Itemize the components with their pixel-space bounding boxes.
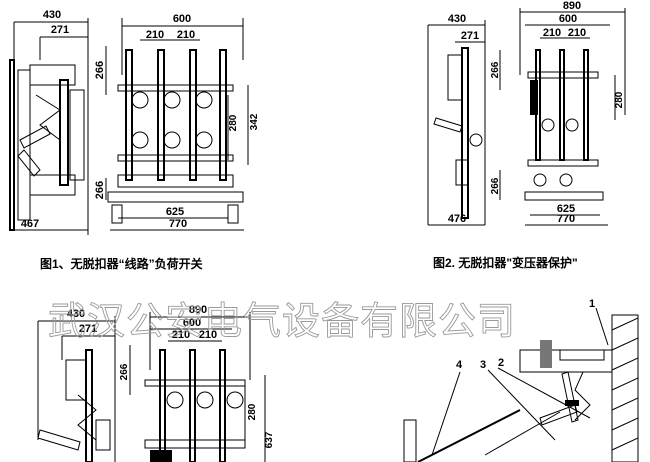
fig1-dim-770: 770 xyxy=(169,218,187,230)
company-watermark: 武汉公安电气设备有限公司 xyxy=(48,301,516,343)
fig2-dim-266-top: 266 xyxy=(490,61,501,78)
fig1-dim-625: 625 xyxy=(166,206,184,218)
fig1-dim-600: 600 xyxy=(173,13,191,25)
figure-2-transformer-protection: 890 430 600 271 210 210 266 280 266 476 … xyxy=(427,0,626,270)
fig2-dim-770: 770 xyxy=(557,213,575,225)
fig3-dim-600: 600 xyxy=(183,317,201,329)
fig2-dim-625: 625 xyxy=(557,203,575,215)
fig1-dim-266-top: 266 xyxy=(94,61,106,79)
fig3-dim-890: 890 xyxy=(189,304,207,316)
figure-1-line-load-switch: 430 271 600 210 210 266 266 280 342 625 … xyxy=(9,9,260,271)
callout-3: 3 xyxy=(480,359,486,371)
callout-1: 1 xyxy=(589,298,595,310)
fig3-dim-210-left: 210 xyxy=(172,329,190,341)
callout-2: 2 xyxy=(498,357,504,369)
fig2-caption: 图2. 无脱扣器"变压器保护" xyxy=(433,255,578,270)
fig2-dim-266-bottom: 266 xyxy=(490,177,501,194)
fig1-dim-280: 280 xyxy=(228,114,239,131)
fig2-dim-430: 430 xyxy=(448,13,466,25)
figure-3-switch-drawing: 430 271 266 890 600 210 210 280 637 xyxy=(37,304,275,462)
fig1-dim-266-bottom: 266 xyxy=(94,181,106,199)
fig2-dim-280: 280 xyxy=(614,91,625,108)
fig3-dim-210-right: 210 xyxy=(199,329,217,341)
figure-4-component-callouts: 1 2 3 4 xyxy=(403,298,639,462)
fig1-dim-210-left: 210 xyxy=(146,29,164,41)
fig1-dim-210-right: 210 xyxy=(177,29,195,41)
fig2-dim-600: 600 xyxy=(559,13,577,25)
fig1-dim-467: 467 xyxy=(21,218,39,230)
fig3-dim-430: 430 xyxy=(67,308,85,320)
fig3-dim-280: 280 xyxy=(247,403,258,420)
fig2-dim-476: 476 xyxy=(448,213,466,225)
fig1-dim-342: 342 xyxy=(249,113,260,130)
callout-4: 4 xyxy=(456,359,463,371)
fig3-dim-637: 637 xyxy=(264,431,275,448)
fig3-dim-266: 266 xyxy=(119,363,130,380)
fig2-dim-271: 271 xyxy=(461,30,479,42)
fig1-dim-430: 430 xyxy=(43,9,61,21)
fig1-dim-271: 271 xyxy=(51,24,69,36)
fig3-dim-271: 271 xyxy=(79,323,97,335)
fig2-dim-890: 890 xyxy=(563,0,581,12)
fig1-caption: 图1、无脱扣器“线路”负荷开关 xyxy=(40,256,203,271)
fig2-dim-210-right: 210 xyxy=(568,27,586,39)
fig2-dim-210-left: 210 xyxy=(543,27,561,39)
